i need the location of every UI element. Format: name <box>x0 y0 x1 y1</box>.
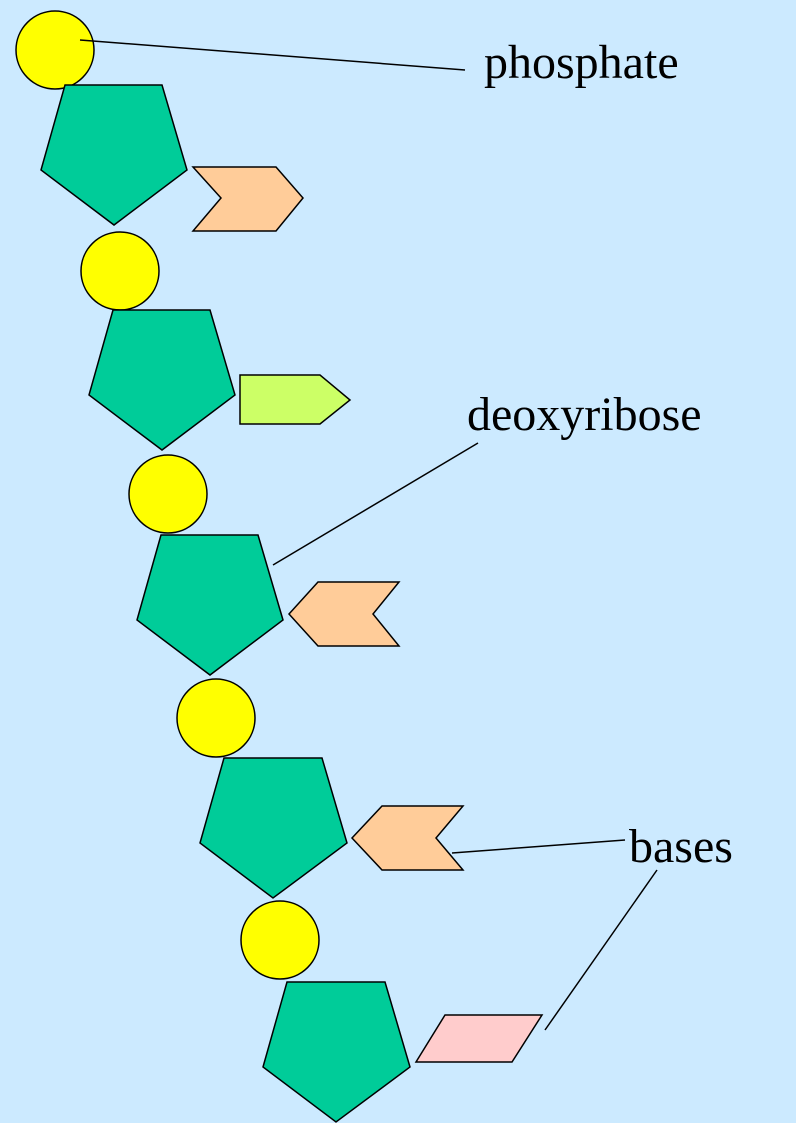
phosphate-circle-3 <box>128 454 208 534</box>
deoxyribose-pentagon-2 <box>88 309 236 451</box>
deoxyribose-leader-line <box>272 442 479 566</box>
phosphate-label: phosphate <box>484 36 679 89</box>
base-arrow-2 <box>239 374 352 425</box>
phosphate-circle-4 <box>176 678 256 758</box>
deoxyribose-pentagon-1 <box>40 84 188 226</box>
phosphate-circle-5 <box>240 900 320 980</box>
base-notched-3 <box>287 581 401 647</box>
deoxyribose-pentagon-3 <box>136 534 284 676</box>
bases-leader-line-2 <box>544 869 658 1031</box>
base-notched-4 <box>350 805 465 871</box>
base-parallelogram-5 <box>414 1014 544 1063</box>
bases-label: bases <box>629 820 733 873</box>
phosphate-circle-1 <box>15 10 95 90</box>
deoxyribose-label: deoxyribose <box>467 388 702 441</box>
bases-leader-line-1 <box>451 839 626 854</box>
deoxyribose-pentagon-5 <box>262 981 411 1123</box>
phosphate-circle-2 <box>80 231 160 311</box>
base-chevron-1 <box>191 166 304 232</box>
deoxyribose-pentagon-4 <box>199 757 348 899</box>
phosphate-leader-line <box>79 39 466 71</box>
